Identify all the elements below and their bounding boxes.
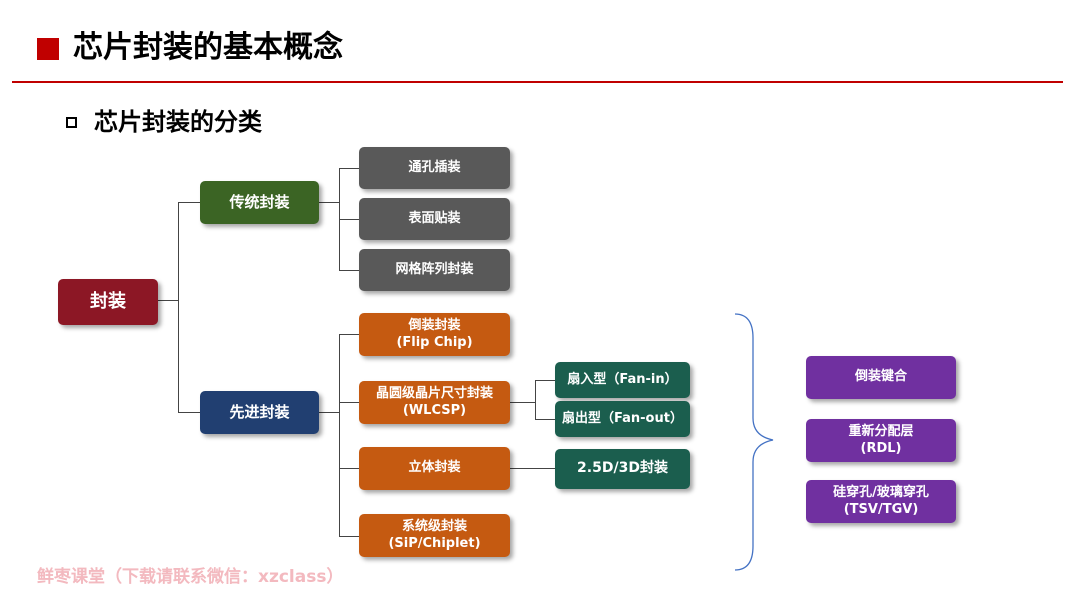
hollow-square-bullet-icon [66,117,77,128]
connector [319,202,339,203]
connector [178,412,200,413]
node-label: 倒装封装 [408,318,461,334]
node-label: 2.5D/3D封装 [577,460,668,477]
connector [339,536,359,537]
connector [510,468,555,469]
connector [339,219,359,220]
title-divider [12,81,1063,83]
page-title: 芯片封装的基本概念 [73,30,343,65]
fan-in-node: 扇入型（Fan-in） [555,362,690,398]
fan-out-node: 扇出型（Fan-out） [555,401,690,437]
node-label: 系统级封装 [401,519,467,535]
root-label: 封装 [90,290,126,312]
node-sublabel: (WLCSP) [402,402,467,418]
section-subtitle: 芯片封装的分类 [94,108,262,136]
connector [158,300,178,301]
advanced-label: 先进封装 [229,403,290,422]
node-label: 扇出型（Fan-out） [562,410,683,426]
node-label: 网格阵列封装 [395,261,474,277]
connector [339,334,359,335]
grid-array-node: 网格阵列封装 [359,249,510,291]
flip-chip-node: 倒装封装 (Flip Chip) [359,313,510,356]
node-label: 表面贴装 [408,210,461,226]
node-sublabel: (RDL) [860,440,902,456]
connector [339,168,359,169]
node-label: 硅穿孔/玻璃穿孔 [833,485,929,501]
curly-brace-icon [734,313,774,571]
rdl-node: 重新分配层 (RDL) [806,419,956,462]
connector [178,202,179,412]
connector [339,270,359,271]
traditional-packaging-node: 传统封装 [200,181,319,224]
watermark-text: 鲜枣课堂（下载请联系微信：xzclass） [37,567,344,587]
root-node: 封装 [58,279,158,325]
node-label: 晶圆级晶片尺寸封装 [375,386,493,402]
flip-chip-bonding-node: 倒装键合 [806,356,956,399]
connector [510,402,535,403]
node-label: 倒装键合 [854,369,907,385]
title-square-icon [37,38,59,60]
2.5d-3d-node: 2.5D/3D封装 [555,449,690,489]
connector [535,380,536,419]
surface-mount-node: 表面贴装 [359,198,510,240]
node-label: 重新分配层 [848,424,914,440]
node-label: 立体封装 [408,460,461,476]
connector [339,334,340,536]
connector [339,468,359,469]
connector [319,412,339,413]
advanced-packaging-node: 先进封装 [200,391,319,434]
node-label: 通孔插装 [408,159,461,175]
node-sublabel: (Flip Chip) [396,334,473,350]
wlcsp-node: 晶圆级晶片尺寸封装 (WLCSP) [359,381,510,424]
sip-chiplet-node: 系统级封装 (SiP/Chiplet) [359,514,510,557]
node-sublabel: (SiP/Chiplet) [388,535,481,551]
node-sublabel: (TSV/TGV) [843,501,919,517]
connector [178,202,200,203]
node-label: 扇入型（Fan-in） [567,371,678,387]
stacked-packaging-node: 立体封装 [359,447,510,490]
tsv-tgv-node: 硅穿孔/玻璃穿孔 (TSV/TGV) [806,480,956,523]
connector [535,380,555,381]
traditional-label: 传统封装 [229,193,290,212]
connector [339,402,359,403]
through-hole-node: 通孔插装 [359,147,510,189]
connector [535,419,555,420]
